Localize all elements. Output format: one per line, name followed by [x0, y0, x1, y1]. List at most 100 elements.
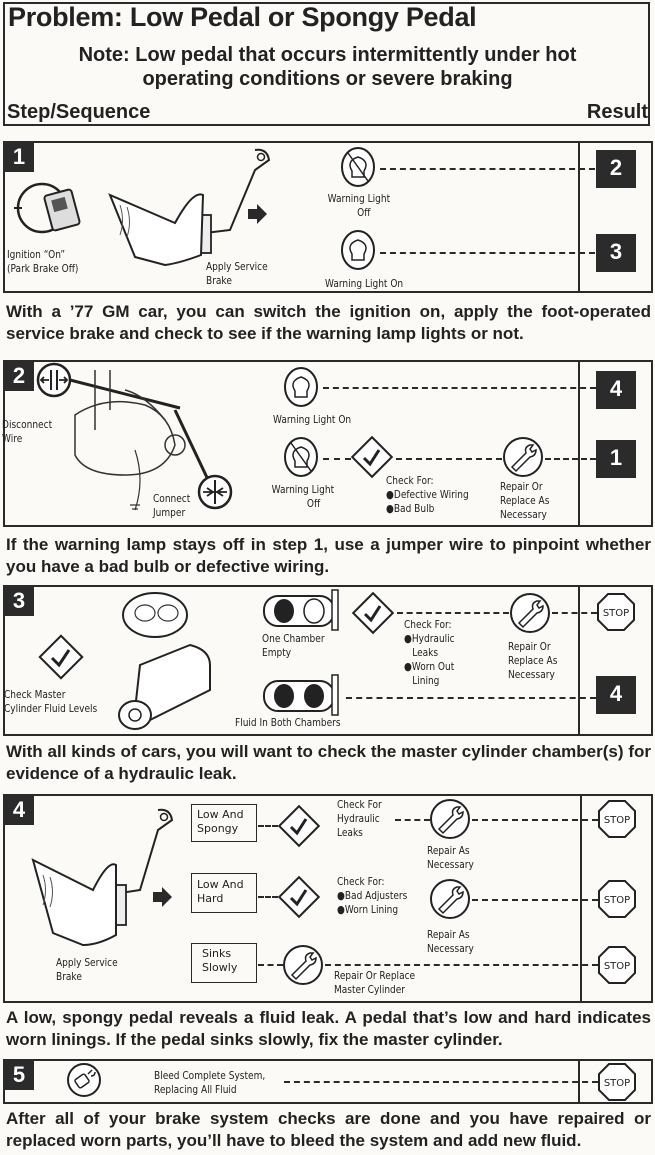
column-header-result: Result — [586, 101, 648, 123]
result-goto-step[interactable]: 4 — [596, 676, 636, 714]
light-off-label: Warning Light Off — [271, 483, 335, 510]
repair-label: Repair Or Replace As Necessary — [508, 640, 558, 681]
check-diamond-icon — [277, 875, 321, 919]
check-for-list: Check For: ●Bad Adjusters ●Worn Lining — [337, 875, 408, 916]
disconnect-wire-label: Disconnect Wire — [2, 418, 53, 445]
bulb-off-icon — [284, 437, 318, 477]
repair-label: Repair Or Replace As Necessary — [500, 480, 550, 521]
wrench-icon — [430, 879, 470, 919]
check-diamond-icon — [351, 591, 395, 635]
connector-line — [258, 964, 283, 966]
bulb-on-icon — [341, 230, 375, 270]
check-for-list: Check For: ●Defective Wiring ●Bad Bulb — [386, 474, 469, 515]
wrench-icon — [510, 593, 550, 633]
check-for-list: Check For: ●Hydraulic Leaks ●Worn Out Li… — [404, 618, 455, 687]
repair-label: Repair As Necessary — [427, 844, 474, 871]
wrench-icon — [503, 437, 543, 477]
stop-sign-icon[interactable]: STOP — [598, 1063, 636, 1101]
result-divider — [578, 360, 580, 527]
both-chambers-label: Fluid In Both Chambers — [235, 716, 341, 729]
connector-line — [323, 458, 351, 460]
check-diamond-icon — [38, 634, 84, 680]
connector-line — [258, 896, 278, 898]
apply-brake-label: Apply Service Brake — [56, 956, 118, 983]
foot-on-brake-pedal-icon — [108, 148, 271, 267]
step-1-caption: With a ’77 GM car, you can switch the ig… — [6, 302, 651, 343]
connector-line — [380, 168, 595, 170]
stop-label: STOP — [604, 895, 630, 906]
arrow-right-icon — [248, 204, 267, 224]
stop-sign-icon[interactable]: STOP — [598, 946, 636, 984]
step-4-caption: A low, spongy pedal reveals a fluid leak… — [6, 1008, 651, 1049]
connector-line — [397, 612, 509, 614]
step-4-number: 4 — [4, 795, 34, 825]
result-divider — [578, 585, 580, 736]
bulb-off-icon — [341, 147, 375, 187]
chamber-one-empty-icon — [263, 589, 339, 631]
connector-line — [325, 964, 598, 966]
stop-label: STOP — [604, 815, 630, 826]
bleeder-valve-icon — [67, 1063, 101, 1097]
stop-label: STOP — [603, 608, 629, 619]
step-2-caption: If the warning lamp stays off in step 1,… — [6, 535, 651, 576]
connector-line — [472, 819, 598, 821]
result-divider — [578, 141, 580, 293]
connector-line — [552, 612, 597, 614]
light-on-label: Warning Light On — [325, 277, 404, 290]
connector-line — [545, 458, 596, 460]
ignition-label: Ignition “On” (Park Brake Off) — [7, 248, 79, 275]
connector-line — [284, 1081, 598, 1083]
step-5-caption: After all of your brake system checks ar… — [6, 1109, 651, 1150]
connector-line — [380, 252, 595, 254]
stop-sign-icon[interactable]: STOP — [598, 880, 636, 918]
low-and-spongy-box: Low And Spongy — [191, 804, 257, 842]
connector-line — [472, 899, 598, 901]
connector-line — [395, 819, 430, 821]
wrench-icon — [430, 799, 470, 839]
page-title: Problem: Low Pedal or Spongy Pedal — [8, 2, 477, 32]
step-5-number: 5 — [4, 1060, 34, 1090]
result-goto-step[interactable]: 4 — [596, 371, 636, 409]
master-cylinder-icon — [118, 592, 211, 730]
check-master-label: Check Master Cylinder Fluid Levels — [4, 688, 98, 715]
check-for-list: Check For Hydraulic Leaks — [337, 798, 382, 839]
connector-line — [258, 825, 278, 827]
stop-label: STOP — [604, 961, 630, 972]
stop-sign-icon[interactable]: STOP — [597, 593, 635, 631]
ignition-switch-icon — [14, 182, 81, 234]
arrow-right-icon — [153, 887, 172, 907]
connector-line — [323, 387, 596, 389]
check-diamond-icon — [277, 804, 321, 848]
wrench-icon — [283, 945, 323, 985]
chamber-both-full-icon — [263, 674, 339, 716]
sinks-slowly-box: Sinks Slowly — [191, 943, 257, 983]
light-on-label: Warning Light On — [273, 413, 352, 426]
stop-sign-icon[interactable]: STOP — [598, 800, 636, 838]
connector-line — [396, 458, 502, 460]
result-goto-step[interactable]: 2 — [596, 150, 636, 188]
check-diamond-icon — [350, 435, 394, 479]
connect-jumper-label: Connect Jumper — [153, 492, 191, 519]
step-2-number: 2 — [4, 361, 34, 391]
bleed-system-label: Bleed Complete System, Replacing All Flu… — [154, 1069, 266, 1096]
note-line-1: Note: Low pedal that occurs intermittent… — [78, 44, 577, 66]
result-goto-step[interactable]: 1 — [596, 440, 636, 478]
header-box — [3, 2, 650, 126]
column-header-step: Step/Sequence — [7, 101, 151, 123]
result-divider — [580, 794, 582, 1003]
step-1-panel — [3, 141, 653, 293]
apply-brake-label: Apply Service Brake — [206, 260, 268, 287]
connect-jumper-icon — [197, 474, 233, 510]
one-chamber-empty-label: One Chamber Empty — [262, 632, 325, 659]
foot-on-brake-pedal-icon — [31, 808, 174, 947]
light-off-label: Warning Light Off — [327, 192, 391, 219]
stop-label: STOP — [604, 1078, 630, 1089]
step-1-number: 1 — [4, 142, 34, 172]
note: Note: Low pedal that occurs intermittent… — [0, 43, 655, 91]
step-3-caption: With all kinds of cars, you will want to… — [6, 742, 651, 783]
bulb-on-icon — [284, 367, 318, 407]
repair-label: Repair As Necessary — [427, 928, 474, 955]
result-goto-step[interactable]: 3 — [596, 234, 636, 272]
disconnect-wire-icon — [36, 362, 72, 398]
low-and-hard-box: Low And Hard — [191, 873, 257, 913]
